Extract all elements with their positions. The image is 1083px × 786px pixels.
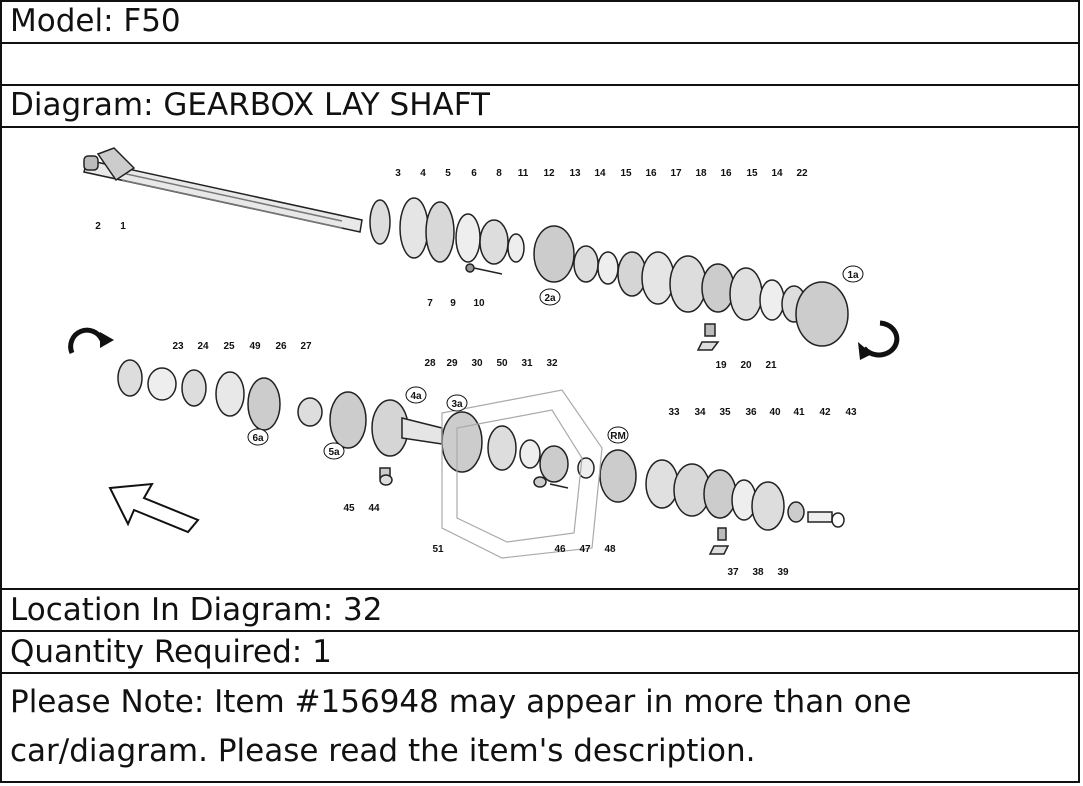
callout-6: 6 [471,168,477,179]
callout-36: 36 [745,407,757,418]
callout-46: 46 [554,544,566,555]
callout-11: 11 [518,168,529,179]
diagram-row: Diagram: GEARBOX LAY SHAFT [2,86,1078,128]
callout-41: 41 [793,407,805,418]
callout-33: 33 [668,407,680,418]
callout-8: 8 [496,168,502,179]
callout-27: 27 [300,341,312,352]
callout-14: 14 [771,168,783,179]
callout-34: 34 [694,407,706,418]
callout-48: 48 [604,544,616,555]
callout-38: 38 [752,567,764,578]
callout-43: 43 [845,407,857,418]
callout-25: 25 [223,341,235,352]
callout-47: 47 [579,544,591,555]
callout-16: 16 [720,168,732,179]
callout-3: 3 [395,168,401,179]
callout-28: 28 [424,358,436,369]
callout-1: 1 [120,221,126,232]
gearbox-lay-shaft-drawing: 3456811121314151617181615142221791019202… [68,147,900,578]
blank-row [2,44,1078,86]
diagram-title: Diagram: GEARBOX LAY SHAFT [10,87,490,123]
note-text: Please Note: Item #156948 may appear in … [10,684,912,769]
callout-49: 49 [249,341,261,352]
circled-label-5a: 5a [328,447,340,458]
callout-51: 51 [432,544,444,555]
callout-16: 16 [645,168,657,179]
callout-31: 31 [521,358,533,369]
circled-label-RM: RM [610,431,626,442]
callout-50: 50 [496,358,508,369]
callout-37: 37 [727,567,739,578]
quantity-row: Quantity Required: 1 [2,632,1078,674]
callout-24: 24 [197,341,209,352]
location-row: Location In Diagram: 32 [2,590,1078,632]
callout-39: 39 [777,567,789,578]
location-label: Location In Diagram: 32 [10,592,383,628]
model-label: Model: F50 [10,3,181,39]
callout-26: 26 [275,341,287,352]
circled-label-1a: 1a [847,270,859,281]
upper-shaft [83,147,849,351]
callout-18: 18 [695,168,707,179]
callout-42: 42 [819,407,831,418]
callout-5: 5 [445,168,451,179]
callout-21: 21 [765,360,777,371]
callout-22: 22 [796,168,808,179]
callout-29: 29 [446,358,458,369]
callout-14: 14 [594,168,606,179]
circled-label-6a: 6a [252,433,264,444]
circled-label-ring [247,428,269,446]
callout-13: 13 [569,168,581,179]
callout-15: 15 [746,168,758,179]
callout-45: 45 [343,503,355,514]
circled-label-ring [607,426,629,444]
circled-label-ring [446,394,468,412]
direction-arrow [108,482,200,534]
circled-label-ring [539,288,561,306]
circled-labels: 1a 2a 3a 4a 5a 6a RM [247,265,864,460]
callout-30: 30 [471,358,483,369]
circled-label-ring [323,442,345,460]
note-row: Please Note: Item #156948 may appear in … [2,674,1078,783]
gearbox-housing [441,389,603,559]
arrow-head-right [858,342,872,360]
callout-7: 7 [427,298,433,309]
arrow-head-left [100,332,114,348]
callout-19: 19 [715,360,727,371]
callout-35: 35 [719,407,731,418]
callout-10: 10 [473,298,485,309]
circled-label-ring [405,386,427,404]
callout-2: 2 [95,221,101,232]
callout-23: 23 [172,341,184,352]
model-row: Model: F50 [2,2,1078,44]
callout-15: 15 [620,168,632,179]
callout-40: 40 [769,407,781,418]
callout-4: 4 [420,168,426,179]
callout-20: 20 [740,360,752,371]
callout-32: 32 [546,358,558,369]
callout-9: 9 [450,298,456,309]
circled-label-2a: 2a [544,293,556,304]
callout-44: 44 [368,503,380,514]
circled-label-3a: 3a [451,399,463,410]
circled-label-4a: 4a [410,391,422,402]
callout-17: 17 [670,168,682,179]
quantity-label: Quantity Required: 1 [10,634,332,670]
callout-12: 12 [543,168,555,179]
rotation-arrows [68,320,900,358]
circled-label-ring [842,265,864,283]
lower-shaft [117,359,845,555]
